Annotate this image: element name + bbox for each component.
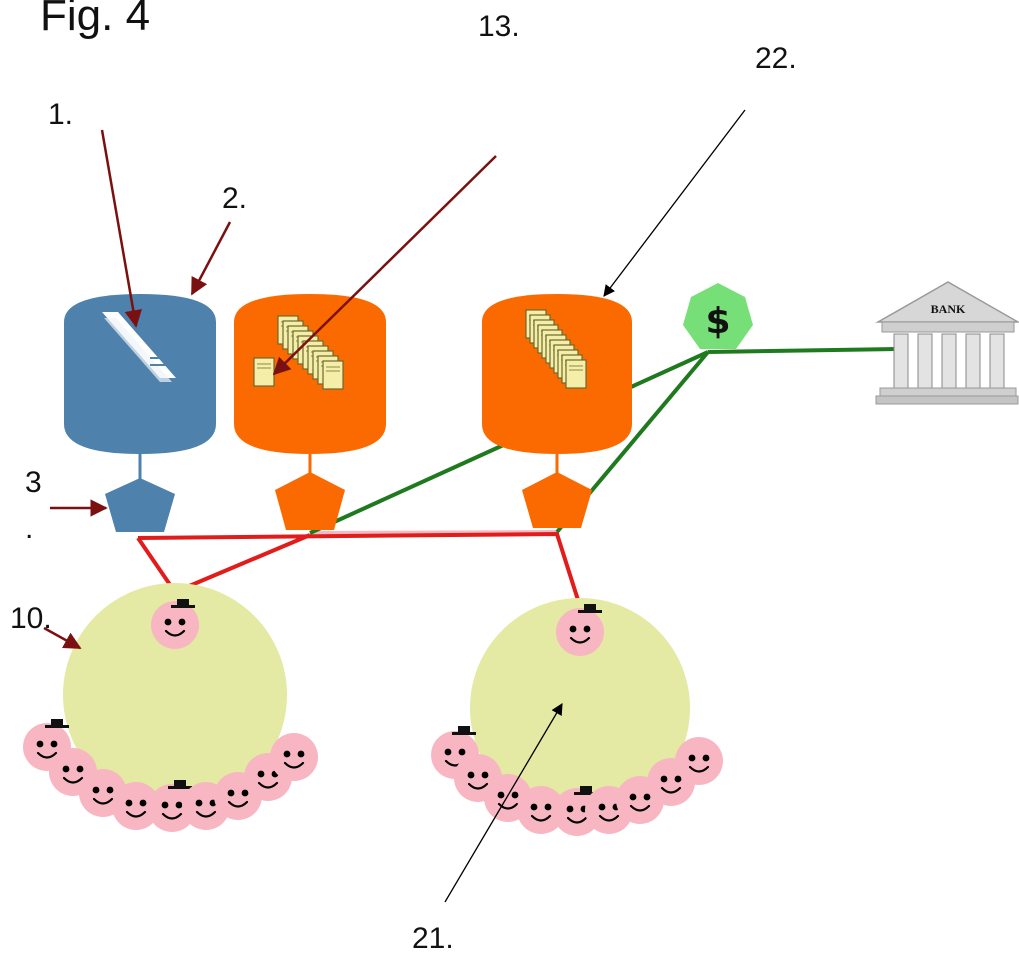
label-3-dot: . [25, 512, 33, 545]
label-1: 1. [48, 98, 73, 131]
figure-title: Fig. 4 [40, 0, 150, 40]
arrow-label-10 [43, 626, 82, 650]
label-22: 22. [755, 42, 797, 75]
node-pentagon-orange-2 [522, 472, 592, 528]
green-link-line-bank [707, 347, 896, 354]
bank-building-icon: BANK [875, 281, 1019, 405]
dollar-coin-icon: $ [683, 283, 753, 349]
svg-text:$: $ [705, 301, 730, 342]
arrow-label-22 [603, 109, 746, 297]
group-circle-right [470, 598, 690, 818]
database-orange-1 [234, 294, 386, 530]
label-3: 3 [25, 466, 42, 499]
pink-link-line [309, 530, 558, 535]
node-pentagon-orange-1 [275, 472, 345, 530]
svg-text:BANK: BANK [931, 302, 966, 316]
label-10: 10. [10, 602, 52, 635]
user-group-right [429, 598, 725, 838]
arrow-label-1 [100, 129, 142, 328]
arrow-label-13 [272, 155, 497, 376]
database-orange-2 [482, 294, 632, 528]
label-21: 21. [412, 922, 454, 955]
label-2: 2. [222, 182, 247, 215]
annotation-arrows [43, 109, 746, 903]
red-link-line-left [136, 533, 311, 595]
arrow-label-2 [190, 221, 232, 296]
red-link-line-right [137, 531, 580, 601]
annotation-labels: 1. 2. 3 . 10. 13. 21. 22. [10, 10, 797, 955]
group-circle-left [63, 583, 287, 807]
arrow-label-21 [444, 702, 563, 903]
node-pentagon-blue [105, 478, 175, 532]
database-blue [64, 294, 216, 532]
user-group-left [21, 583, 320, 834]
document-stack-icon [102, 312, 176, 382]
label-13: 13. [478, 10, 520, 43]
